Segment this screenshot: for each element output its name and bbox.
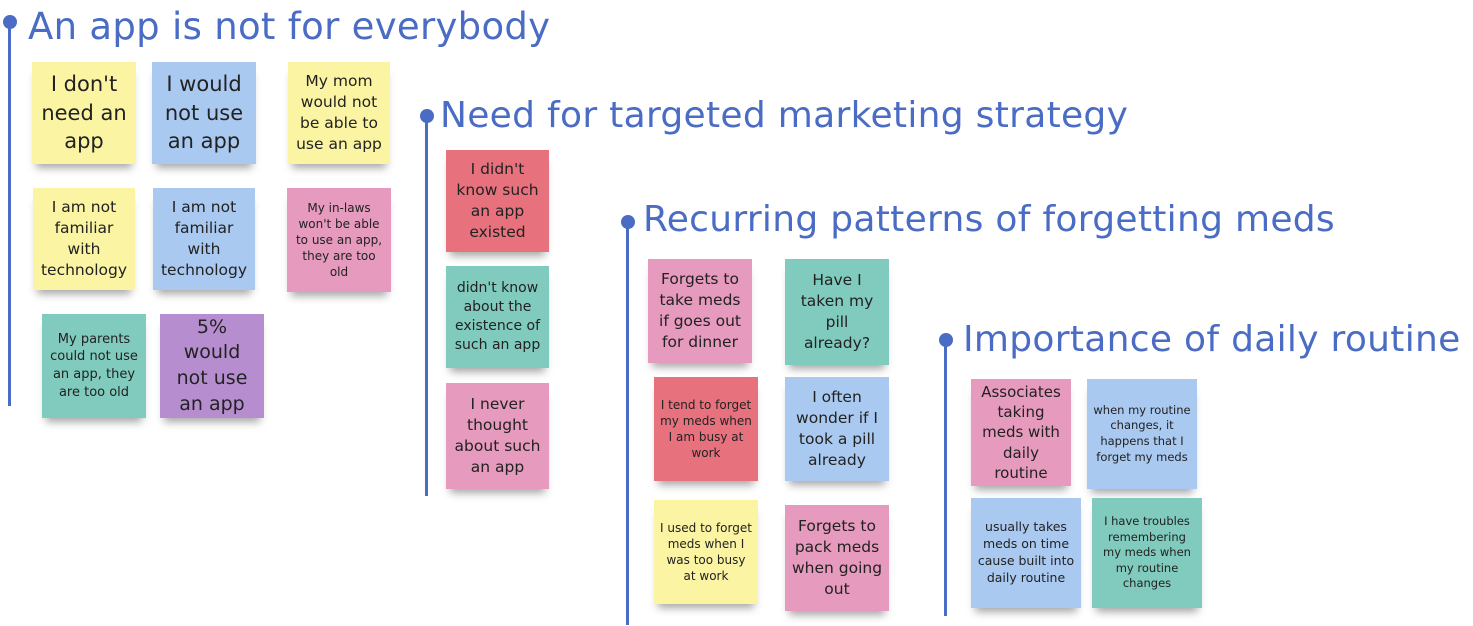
sticky-note-text: I am not familiar with technology	[40, 198, 128, 279]
group-marker-dot	[419, 109, 434, 123]
group-divider-line	[8, 22, 11, 406]
group-divider-line	[626, 222, 629, 625]
sticky-note-text: I have troubles remembering my meds when…	[1103, 514, 1191, 591]
sticky-note-text: My mom would not be able to use an app	[296, 72, 382, 153]
group-divider-line	[944, 340, 947, 616]
sticky-note-text: My in-laws won't be able to use an app, …	[295, 200, 383, 280]
sticky-note-text: I would not use an app	[164, 72, 244, 154]
sticky-note[interactable]: I would not use an app	[152, 62, 256, 164]
sticky-note-text: I tend to forget my meds when I am busy …	[660, 397, 752, 461]
sticky-note[interactable]: My parents could not use an app, they ar…	[42, 314, 146, 418]
sticky-note[interactable]: didn't know about the existence of such …	[446, 266, 549, 368]
sticky-note-text: didn't know about the existence of such …	[454, 280, 541, 353]
group-title: Importance of daily routine	[963, 319, 1461, 360]
sticky-note[interactable]: I often wonder if I took a pill already	[785, 377, 889, 481]
group-marker-dot	[938, 333, 953, 347]
sticky-note[interactable]: I didn't know such an app existed	[446, 150, 549, 252]
sticky-note-text: I used to forget meds when I was too bus…	[660, 520, 752, 584]
group-marker-dot	[620, 215, 635, 229]
sticky-note-text: Associates taking meds with daily routin…	[981, 382, 1061, 482]
sticky-note[interactable]: I used to forget meds when I was too bus…	[654, 500, 758, 604]
group-title: Need for targeted marketing strategy	[440, 95, 1129, 136]
sticky-note[interactable]: I tend to forget my meds when I am busy …	[654, 377, 758, 481]
sticky-note-text: usually takes meds on time cause built i…	[977, 519, 1075, 585]
sticky-note-text: I often wonder if I took a pill already	[796, 388, 878, 469]
sticky-note[interactable]: Have I taken my pill already?	[785, 259, 889, 365]
group-title: Recurring patterns of forgetting meds	[643, 199, 1335, 240]
sticky-note-text: 5% would not use an app	[176, 315, 248, 415]
sticky-note[interactable]: when my routine changes, it happens that…	[1087, 379, 1197, 489]
sticky-note-text: I never thought about such an app	[454, 395, 541, 476]
sticky-note[interactable]: My in-laws won't be able to use an app, …	[287, 188, 391, 292]
group-divider-line	[425, 116, 428, 496]
group-title: An app is not for everybody	[28, 5, 551, 48]
sticky-note-text: I don't need an app	[41, 72, 127, 154]
sticky-note[interactable]: I never thought about such an app	[446, 383, 549, 489]
sticky-note[interactable]: I don't need an app	[32, 62, 136, 164]
sticky-note[interactable]: 5% would not use an app	[160, 314, 264, 418]
sticky-note[interactable]: My mom would not be able to use an app	[288, 62, 390, 164]
sticky-note[interactable]: Forgets to pack meds when going out	[785, 505, 889, 611]
sticky-note-text: Forgets to take meds if goes out for din…	[659, 270, 741, 351]
sticky-note-text: Forgets to pack meds when going out	[791, 517, 883, 598]
sticky-note[interactable]: I have troubles remembering my meds when…	[1092, 498, 1202, 608]
sticky-note-text: I didn't know such an app existed	[456, 160, 539, 241]
sticky-note-text: Have I taken my pill already?	[800, 271, 874, 352]
sticky-note[interactable]: I am not familiar with technology	[33, 188, 135, 290]
sticky-note[interactable]: Associates taking meds with daily routin…	[971, 379, 1071, 486]
sticky-note[interactable]: usually takes meds on time cause built i…	[971, 498, 1081, 608]
group-marker-dot	[2, 15, 17, 29]
sticky-note[interactable]: I am not familiar with technology	[153, 188, 255, 290]
sticky-note-text: when my routine changes, it happens that…	[1093, 402, 1191, 464]
sticky-note[interactable]: Forgets to take meds if goes out for din…	[648, 259, 752, 363]
sticky-note-text: My parents could not use an app, they ar…	[50, 331, 138, 400]
sticky-note-text: I am not familiar with technology	[160, 198, 248, 279]
